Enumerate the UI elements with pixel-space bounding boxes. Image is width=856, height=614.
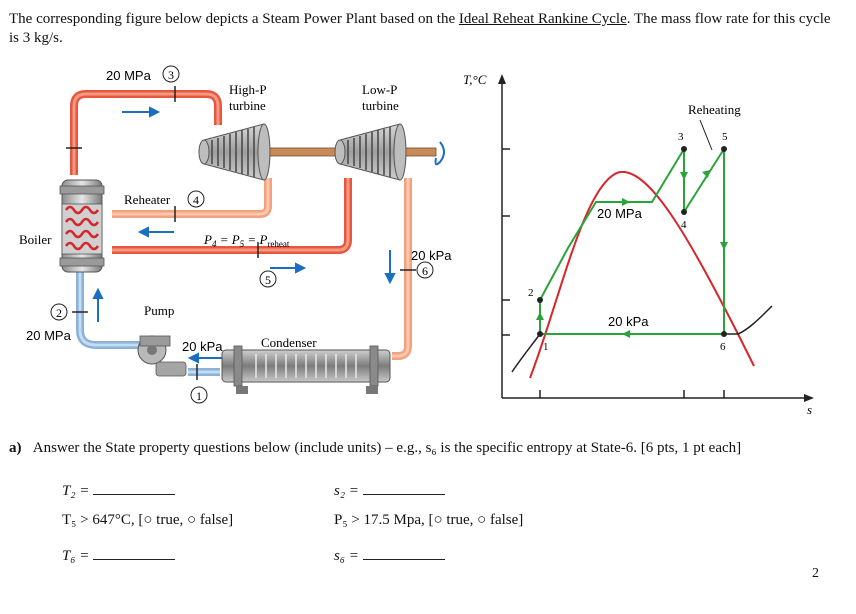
s6-question: s₆ =	[334, 545, 445, 565]
intro-text-2: . The mass flow rate for this cycle is 3…	[9, 11, 831, 46]
state-1-label: 1	[196, 389, 202, 403]
hp-turbine-label-1: High-P	[229, 82, 267, 97]
ts-state-2: 2	[528, 287, 534, 299]
pressure-equation: P4 = P5 = Preheat	[203, 232, 290, 249]
t2-label: T₂ =	[62, 483, 90, 499]
flow-arrows	[92, 106, 396, 364]
p5-true-radio[interactable]: ○	[433, 512, 443, 528]
boiler-label: Boiler	[19, 232, 52, 247]
condenser-label: Condenser	[261, 335, 317, 350]
state-4-label: 4	[193, 193, 199, 207]
t6-question: T₆ =	[62, 545, 176, 565]
pump-label: Pump	[144, 303, 174, 318]
ts-20kpa-label: 20 kPa	[608, 314, 649, 329]
p5-false-label: false]	[489, 512, 524, 528]
plant-schematic: 20 MPa 3 High-P turbine Low-P turbine Re…	[19, 65, 452, 404]
state-2-label: 2	[56, 306, 62, 320]
pump	[137, 335, 187, 377]
page-number: 2	[812, 566, 819, 581]
label-20mpa-top: 20 MPa	[106, 68, 152, 83]
t2-answer-blank[interactable]	[93, 480, 176, 495]
t5-false-label: false]	[199, 512, 234, 528]
question-label: a)	[9, 440, 22, 456]
s6-answer-blank[interactable]	[362, 545, 445, 560]
t2-question: T₂ =	[62, 480, 176, 500]
s2-label: s₂ =	[334, 483, 359, 499]
saturation-dome	[529, 170, 755, 379]
turbine-shaft	[269, 147, 343, 157]
reheater-label: Reheater	[124, 192, 171, 207]
t6-answer-blank[interactable]	[93, 545, 176, 560]
ts-diagram: T,°C s Reh	[463, 72, 814, 417]
p5-text: P₅ > 17.5 Mpa, [	[334, 512, 434, 528]
condenser	[221, 345, 391, 394]
boiler	[59, 179, 105, 273]
intro-text-1: The corresponding figure below depicts a…	[9, 11, 459, 27]
reheating-label: Reheating	[688, 102, 741, 117]
lp-turbine	[334, 123, 407, 181]
ts-state-3: 3	[678, 131, 684, 143]
state-6-label: 6	[422, 264, 428, 278]
question-a: a) Answer the State property questions b…	[9, 440, 741, 457]
pipe-boiler-to-hp	[70, 90, 222, 175]
process-lines	[539, 148, 725, 335]
lp-turbine-label-1: Low-P	[362, 82, 397, 97]
p5-true-label: true,	[446, 512, 474, 528]
t-axis-label: T,°C	[463, 72, 487, 87]
hp-turbine	[198, 123, 271, 181]
p5-false-radio[interactable]: ○	[477, 512, 487, 528]
t5-false-radio[interactable]: ○	[187, 512, 197, 528]
label-20kpa-right: 20 kPa	[411, 248, 452, 263]
t6-label: T₆ =	[62, 548, 90, 564]
intro-cycle-name: Ideal Reheat Rankine Cycle	[458, 11, 627, 27]
ts-state-1: 1	[543, 341, 549, 353]
question-text: Answer the State property questions belo…	[32, 440, 742, 456]
label-20mpa-left: 20 MPa	[26, 328, 72, 343]
t5-true-radio[interactable]: ○	[143, 512, 153, 528]
ts-state-4: 4	[681, 219, 687, 231]
t5-text: T₅ > 647°C, [	[62, 512, 144, 528]
p5-question: P₅ > 17.5 Mpa, [○ true, ○ false]	[334, 512, 523, 529]
s-axis-label: s	[807, 402, 812, 417]
s6-label: s₆ =	[334, 548, 359, 564]
s2-question: s₂ =	[334, 480, 445, 500]
lp-turbine-label-2: turbine	[362, 98, 399, 113]
ts-state-6: 6	[720, 341, 726, 353]
ts-20mpa-label: 20 MPa	[597, 206, 643, 221]
intro-paragraph: The corresponding figure below depicts a…	[9, 10, 844, 48]
state-5-label: 5	[265, 273, 271, 287]
t5-true-label: true,	[156, 512, 184, 528]
state-3-label: 3	[168, 68, 174, 82]
ts-state-5: 5	[722, 131, 728, 143]
label-20kpa-pump: 20 kPa	[182, 339, 223, 354]
pipe-pump-to-boiler	[76, 268, 140, 349]
s2-answer-blank[interactable]	[362, 480, 445, 495]
hp-turbine-label-2: turbine	[229, 98, 266, 113]
pipe-lp-to-condenser	[392, 178, 412, 360]
rotation-arrow-icon	[434, 141, 445, 166]
t5-question: T₅ > 647°C, [○ true, ○ false]	[62, 512, 233, 529]
